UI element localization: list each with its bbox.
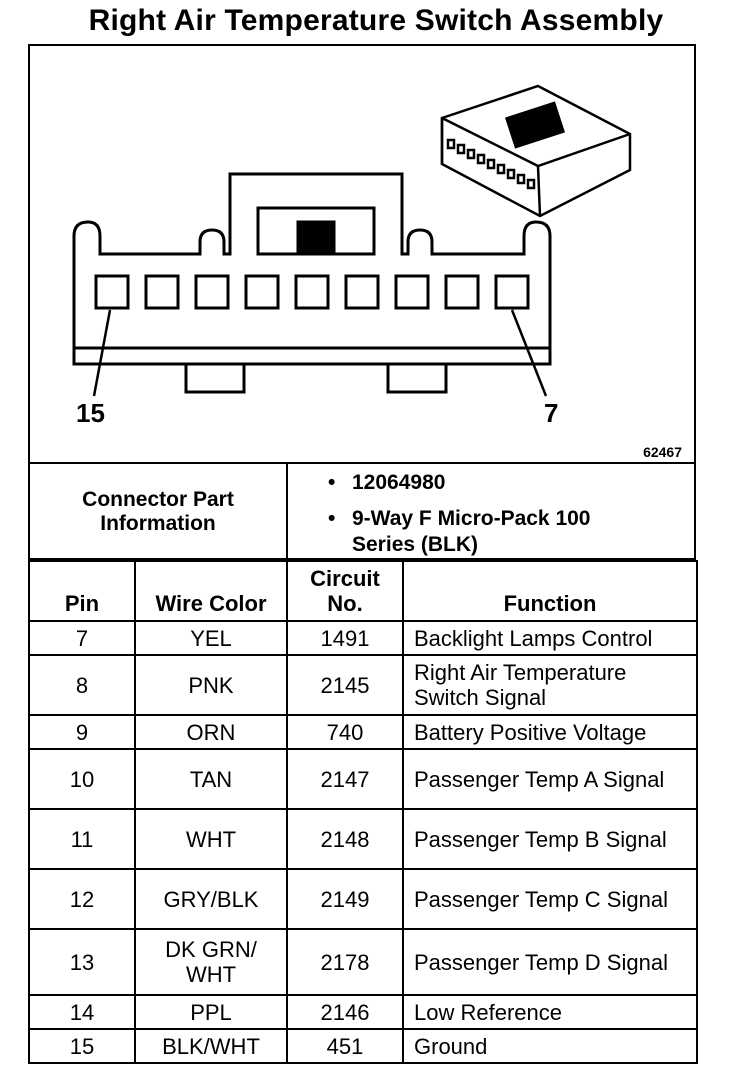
cell-function: Passenger Temp B Signal xyxy=(402,808,698,870)
iso-slot xyxy=(446,138,456,150)
cell-pin: 9 xyxy=(28,714,136,750)
connector-diagram: 62467 15 7 xyxy=(28,44,696,464)
cell-function: Passenger Temp C Signal xyxy=(402,868,698,930)
cell-wire-color: PPL xyxy=(134,994,288,1030)
part-number: 12064980 xyxy=(352,471,446,494)
cell-wire-color: WHT xyxy=(134,808,288,870)
pin-cavity xyxy=(194,274,230,310)
table-header-row: Pin Wire Color Circuit No. Function xyxy=(28,560,698,622)
iso-slot xyxy=(466,148,476,160)
connector-info-label: Connector Part Information xyxy=(30,464,288,558)
cell-wire-color: BLK/WHT xyxy=(134,1028,288,1064)
cell-pin: 11 xyxy=(28,808,136,870)
pin-cavity xyxy=(494,274,530,310)
cell-function: Passenger Temp D Signal xyxy=(402,928,698,996)
cell-pin: 12 xyxy=(28,868,136,930)
cell-function: Ground xyxy=(402,1028,698,1064)
cell-pin: 15 xyxy=(28,1028,136,1064)
header-circuit: Circuit No. xyxy=(286,560,404,622)
cell-wire-color: YEL xyxy=(134,620,288,656)
iso-slot xyxy=(526,178,536,190)
header-wire-color: Wire Color xyxy=(134,560,288,622)
pin-label-right: 7 xyxy=(544,398,559,428)
cell-circuit: 2146 xyxy=(286,994,404,1030)
cell-circuit: 1491 xyxy=(286,620,404,656)
page-title: Right Air Temperature Switch Assembly xyxy=(88,4,664,37)
pin-cavity xyxy=(244,274,280,310)
cell-wire-color: GRY/BLK xyxy=(134,868,288,930)
iso-slot xyxy=(486,158,496,170)
cell-circuit: 2148 xyxy=(286,808,404,870)
cell-circuit: 451 xyxy=(286,1028,404,1064)
connector-face-drawing xyxy=(72,84,632,397)
cell-circuit: 2145 xyxy=(286,654,404,716)
connector-info-values: • 12064980 • 9-Way F Micro-Pack 100 Seri… xyxy=(288,464,694,564)
cell-function: Backlight Lamps Control xyxy=(402,620,698,656)
cell-circuit: 2149 xyxy=(286,868,404,930)
figure-id: 62467 xyxy=(643,444,682,460)
header-function: Function xyxy=(402,560,698,622)
pin-cavity xyxy=(444,274,480,310)
pin-cavity xyxy=(94,274,130,310)
cell-function: Right Air Temperature Switch Signal xyxy=(402,654,698,716)
pin-cavity xyxy=(344,274,380,310)
cell-pin: 14 xyxy=(28,994,136,1030)
connector-type: 9-Way F Micro-Pack 100 Series (BLK) xyxy=(352,507,591,556)
bullet-icon: • xyxy=(328,471,336,494)
bullet-icon: • xyxy=(328,507,336,530)
cell-wire-color: ORN xyxy=(134,714,288,750)
iso-slot xyxy=(496,163,506,175)
cell-wire-color: TAN xyxy=(134,748,288,810)
iso-slot xyxy=(516,173,526,185)
cell-pin: 10 xyxy=(28,748,136,810)
pin-cavity xyxy=(294,274,330,310)
cell-circuit: 2178 xyxy=(286,928,404,996)
pin-label-left: 15 xyxy=(76,398,105,428)
bullet-item: • 12064980 xyxy=(288,470,694,496)
cell-pin: 7 xyxy=(28,620,136,656)
iso-slot xyxy=(506,168,516,180)
iso-slot xyxy=(456,143,466,155)
cell-pin: 8 xyxy=(28,654,136,716)
cell-function: Low Reference xyxy=(402,994,698,1030)
cell-circuit: 740 xyxy=(286,714,404,750)
cell-circuit: 2147 xyxy=(286,748,404,810)
pin-cavity xyxy=(144,274,180,310)
connector-info: Connector Part Information • 12064980 • … xyxy=(28,464,696,560)
cell-pin: 13 xyxy=(28,928,136,996)
cell-wire-color: PNK xyxy=(134,654,288,716)
header-pin: Pin xyxy=(28,560,136,622)
pin-cavity xyxy=(394,274,430,310)
cell-wire-color: DK GRN/ WHT xyxy=(134,928,288,996)
cell-function: Battery Positive Voltage xyxy=(402,714,698,750)
cell-function: Passenger Temp A Signal xyxy=(402,748,698,810)
bullet-item: • 9-Way F Micro-Pack 100 Series (BLK) xyxy=(288,506,630,558)
iso-slot xyxy=(476,153,486,165)
